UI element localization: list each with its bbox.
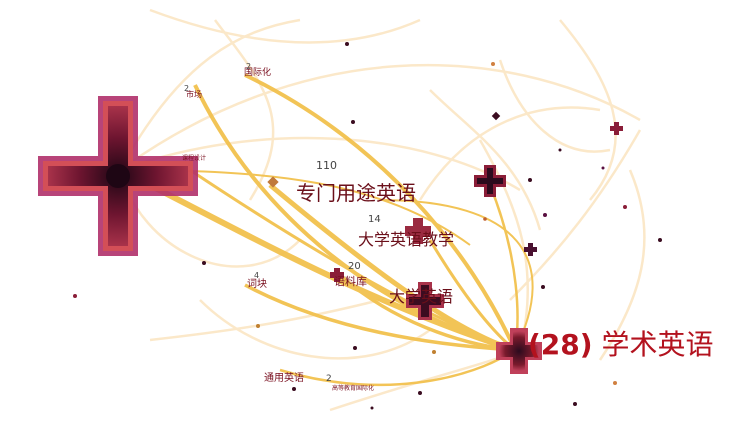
node-label-general-english[interactable]: 通用英语 [264,373,304,384]
node-label-esp[interactable]: 专门用途英语 [296,181,416,205]
node-count-chunk: 4 [254,271,260,280]
node-count-intl: 2 [246,62,252,71]
node-course-design-marker[interactable] [38,96,198,256]
node-label-intl[interactable]: 国际化 [244,68,272,78]
node-label-course-design[interactable]: 课程设计 [182,155,207,162]
node-cet-marker[interactable] [405,218,431,244]
node-label-chunk[interactable]: 词块 [247,279,267,290]
scatter-dots [73,42,662,410]
node-academic-english-marker[interactable] [496,328,542,374]
node-count-esp: 110 [316,159,337,172]
main-links [118,73,534,387]
node-label-college-english[interactable]: 大学英语 [389,287,454,306]
node-label-cet[interactable]: 大学英语教学 [358,230,455,249]
node-count-cet: 14 [368,214,381,225]
node-label-market[interactable]: 市场 [186,90,202,99]
main-node-label[interactable]: (28) 学术英语 [528,331,713,359]
node-label-higher-edu-intl[interactable]: 高等教育国际化 [332,385,375,392]
node-right-cross-marker[interactable] [474,165,506,197]
node-count-general-english: 2 [326,374,332,384]
node-count-corpus: 20 [348,261,361,272]
main-node-text: 学术英语 [601,328,714,361]
node-label-corpus[interactable]: 语料库 [334,275,367,288]
node-count-market: 2 [184,84,190,93]
main-node-count: (28) [528,328,593,361]
small-markers [267,111,623,282]
node-college-english-marker[interactable] [406,282,444,320]
